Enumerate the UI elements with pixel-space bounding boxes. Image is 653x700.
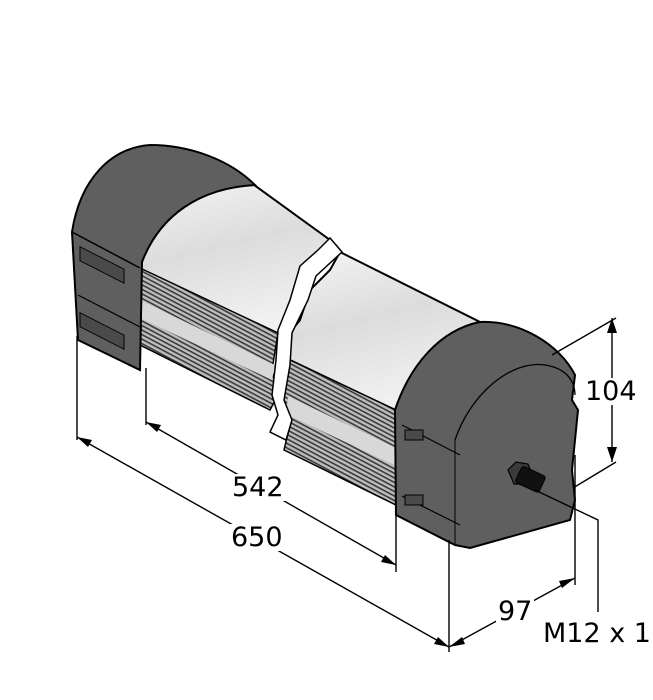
- device-body: [139, 180, 484, 507]
- m12-connector-icon: [507, 461, 546, 493]
- dimension-arrows: [77, 318, 617, 647]
- dimension-inner-length-label: 542: [230, 472, 286, 503]
- break-line: [269, 236, 344, 442]
- right-end-cap: [393, 320, 580, 550]
- dimension-overall-length-label: 650: [229, 522, 285, 553]
- dimension-depth-label: 97: [496, 596, 535, 627]
- dimension-height-label: 104: [583, 376, 639, 407]
- left-end-cap: [70, 143, 258, 372]
- connector-thread-label: M12 x 1: [541, 618, 653, 649]
